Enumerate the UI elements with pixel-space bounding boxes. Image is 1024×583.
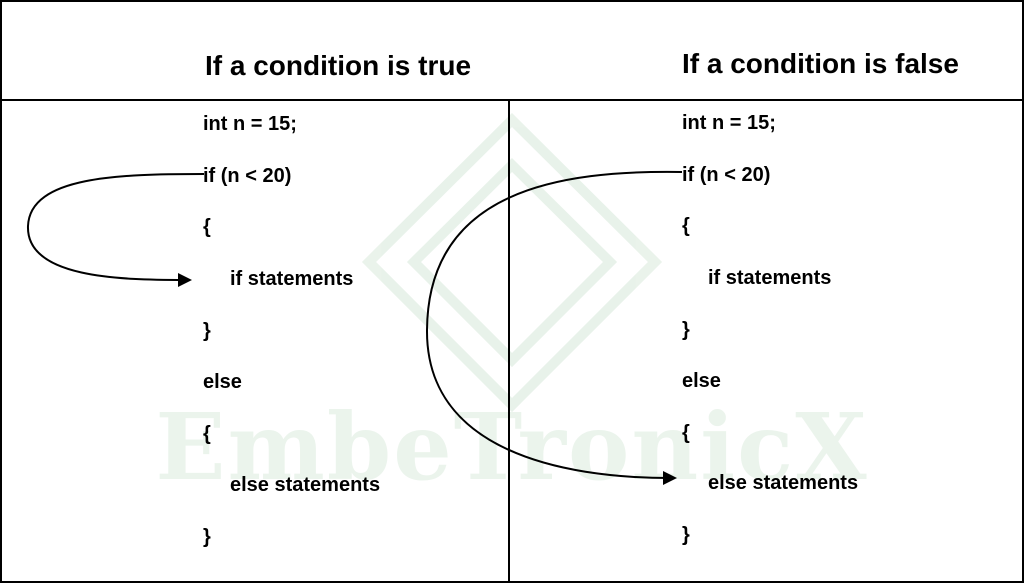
right-code-line: if statements <box>708 267 832 289</box>
left-code-line: else statements <box>230 474 381 496</box>
left-code-line: else <box>203 371 242 393</box>
left-code-line: } <box>203 320 211 342</box>
column-divider <box>508 100 510 583</box>
left-code-line: if statements <box>230 268 354 290</box>
left-code-line: if (n < 20) <box>203 165 292 187</box>
left-column-heading: If a condition is true <box>205 50 472 81</box>
watermark-text: EmbeTronicX <box>155 393 869 501</box>
right-code-line: { <box>682 215 690 237</box>
left-code-line: } <box>203 526 211 548</box>
right-code-line: if (n < 20) <box>682 164 771 186</box>
right-column-heading: If a condition is false <box>682 48 959 79</box>
right-code-line: { <box>682 422 690 444</box>
true-branch-arrow <box>26 173 205 281</box>
right-code-line: else statements <box>708 472 859 494</box>
right-code-line: } <box>682 319 690 341</box>
header-divider <box>0 99 1024 101</box>
left-code-line: int n = 15; <box>203 113 297 135</box>
false-branch-arrow <box>425 170 683 479</box>
right-code-line: } <box>682 524 690 546</box>
right-code-line: int n = 15; <box>682 112 776 134</box>
true-branch-arrowhead <box>178 273 192 287</box>
false-branch-arrowhead <box>663 471 677 485</box>
right-code-line: else <box>682 370 721 392</box>
left-code-line: { <box>203 216 211 238</box>
left-code-line: { <box>203 423 211 445</box>
